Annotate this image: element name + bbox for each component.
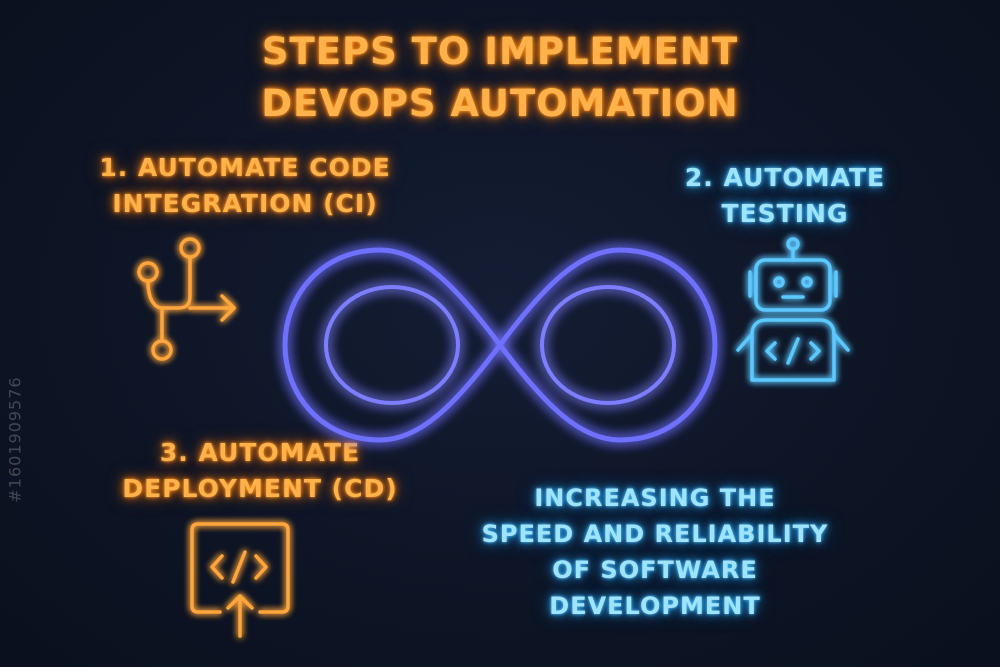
infinity-inner-left-loop <box>324 285 460 405</box>
code-upload-icon <box>190 522 290 638</box>
step-2-label: 2. AUTOMATE TESTING <box>684 163 886 228</box>
step-3-label: 3. AUTOMATE DEPLOYMENT (CD) <box>122 438 398 503</box>
diagram-title: STEPS TO IMPLEMENT DEVOPS AUTOMATION <box>261 30 739 125</box>
tagline-text: INCREASING THE SPEED AND RELIABILITY OF … <box>481 484 829 620</box>
robot-code-icon <box>736 237 850 382</box>
step-1-label: 1. AUTOMATE CODE INTEGRATION (CI) <box>99 153 391 218</box>
git-branch-icon <box>137 237 236 361</box>
infinity-loop-icon <box>282 247 718 443</box>
infinity-inner-right-loop <box>540 285 676 405</box>
infinity-outer-stroke <box>282 247 718 443</box>
